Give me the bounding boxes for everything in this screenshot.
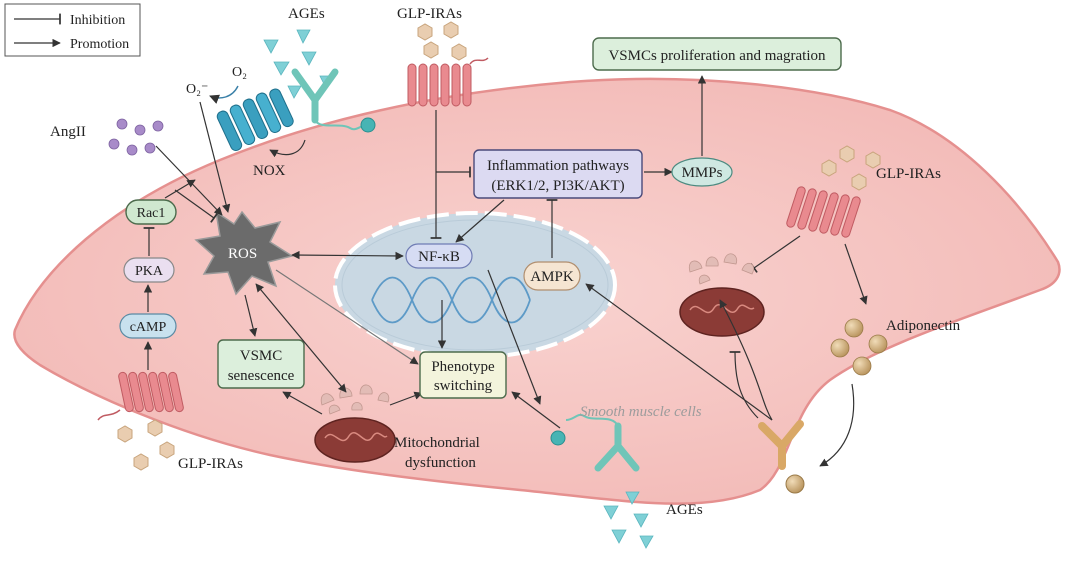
inflam-to-nfkb-arrow [455, 199, 505, 243]
mito-to-phenotype-arrow [389, 391, 423, 406]
o2-label: O₂ [232, 65, 247, 80]
inflam-line1: Inflammation pathways [487, 158, 629, 174]
nfkb-to-ages-arrow [487, 269, 542, 405]
angii-label: AngII [50, 124, 86, 140]
rac1-node: Rac1 [125, 199, 177, 225]
ages-top-label: AGEs [288, 6, 325, 22]
rac1-label: Rac1 [137, 206, 166, 221]
phenotype-line2: switching [434, 378, 493, 394]
inflammation-pathways-box: Inflammation pathways (ERK1/2, PI3K/AKT) [473, 149, 643, 199]
receptor-tail [469, 57, 489, 65]
adipo-receptor-to-ampk-arrow [585, 283, 773, 421]
o2-to-ros-arrow [199, 101, 231, 213]
pka-label: PKA [135, 264, 164, 279]
ampk-node: AMPK [523, 261, 581, 291]
phenotype-line1: Phenotype [431, 359, 495, 375]
ampk-label: AMPK [530, 269, 574, 285]
legend-promotion: Promotion [70, 37, 129, 52]
adipo-receptor-to-mito-inhibit [729, 351, 759, 419]
adiponectin-molecules [830, 318, 888, 376]
inflam-line2: (ERK1/2, PI3K/AKT) [491, 178, 624, 194]
nox-complex [216, 88, 294, 152]
mito-line2: dysfunction [405, 455, 476, 471]
camp-node: cAMP [119, 313, 177, 339]
nfkb-node: NF-κB [405, 243, 473, 269]
glp-hexagons-right [821, 145, 881, 191]
nucleus [333, 211, 617, 359]
glp-hexagons-bottom-left [117, 419, 175, 471]
ros-nfkb-bidirectional [291, 250, 404, 261]
o2-conversion-arrow [209, 85, 239, 104]
vsmc-prolif-label: VSMCs proliferation and magration [608, 48, 826, 64]
ages-bottom-label: AGEs [666, 502, 703, 518]
ros-label: ROS [228, 246, 257, 262]
glp-right-label: GLP-IRAs [876, 166, 941, 182]
dna-helix-icon [371, 276, 531, 324]
receptor-tail [97, 409, 121, 421]
mmps-label: MMPs [682, 165, 723, 181]
vsmc-senescence-line2: senescence [228, 368, 295, 384]
glp1-receptor-top [407, 63, 472, 107]
ros-to-senescence-arrow [244, 294, 258, 337]
nfkb-label: NF-κB [418, 249, 460, 265]
legend-inhibition: Inhibition [70, 13, 125, 28]
rage-receptor-bottom [550, 413, 640, 472]
vsmc-senescence-line1: VSMC [240, 348, 283, 364]
mito-line1: Mitochondrial [394, 435, 480, 451]
ros-star: ROS [194, 210, 294, 296]
legend: Inhibition Promotion [4, 3, 141, 57]
phenotype-switching-box: Phenotype switching [419, 351, 507, 399]
ages-to-phenotype-arrow [511, 391, 561, 429]
adiponectin-to-receptor-arrow [819, 383, 855, 467]
adipo-receptor-to-ampk-arrow-base [719, 299, 773, 421]
vsmc-senescence-box: VSMC senescence [217, 339, 305, 389]
rac1-upward-arrow [164, 179, 196, 199]
vsmc-proliferation-box: VSMCs proliferation and magration [592, 37, 842, 71]
o2-minus-label: O₂⁻ [186, 82, 208, 97]
glp-to-mito-inhibit [750, 235, 801, 273]
rage-to-nox-arrow [269, 139, 306, 158]
glp-bottom-label: GLP-IRAs [178, 456, 243, 472]
nox-label: NOX [253, 163, 286, 179]
mitochondria-bottom [314, 384, 396, 463]
glp-to-adiponectin-arrow [844, 243, 868, 305]
angii-molecules [108, 118, 164, 156]
mito-to-senescence-arrow [282, 391, 323, 415]
smooth-muscle-label: Smooth muscle cells [580, 404, 702, 420]
glp1-receptor-bottom-left [118, 371, 184, 413]
glp-hexagons-top [417, 21, 467, 61]
glp1-receptor-right [786, 186, 861, 238]
mmps-node: MMPs [671, 157, 733, 187]
glp-top-label: GLP-IRAs [397, 6, 462, 22]
adiponectin-label: Adiponectin [886, 318, 961, 334]
camp-label: cAMP [130, 320, 167, 335]
rage-receptor-top [291, 68, 376, 133]
pka-node: PKA [123, 257, 175, 283]
ages-bottom-triangles [603, 491, 654, 549]
ros-mito-bidirectional [255, 283, 347, 393]
adiponectin-receptor [758, 420, 805, 494]
mitochondria-right [679, 253, 765, 337]
ros-to-phenotype-arrow [275, 269, 419, 365]
rac1-to-ros-arrow [174, 189, 218, 223]
